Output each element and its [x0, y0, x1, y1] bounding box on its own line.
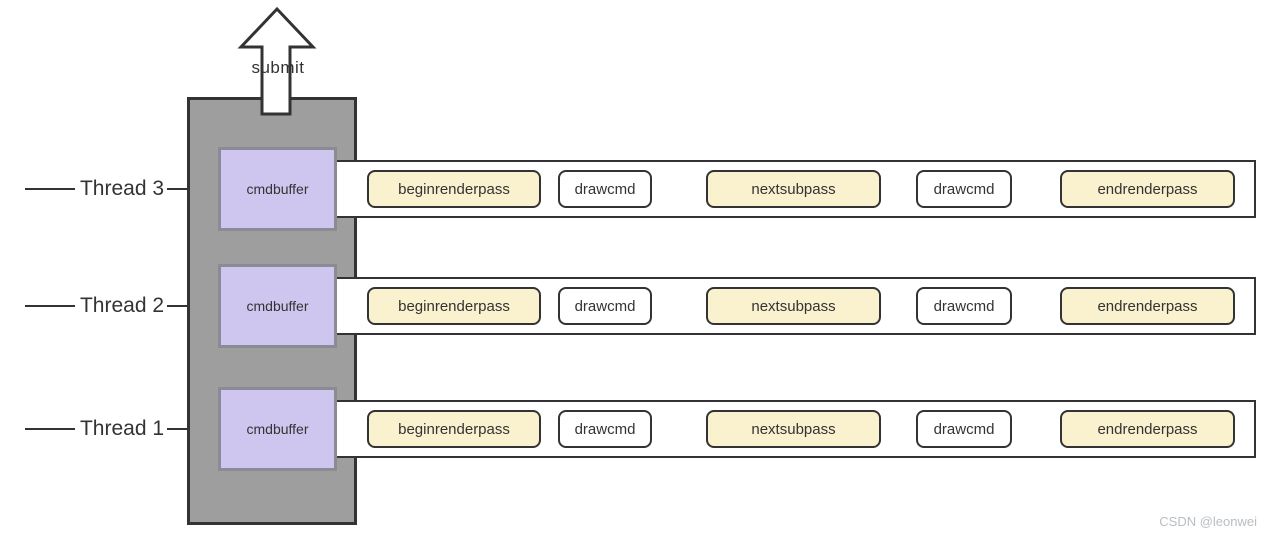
thread-row-2: Thread 2 cmdbuffer beginrenderpass drawc… [0, 264, 1270, 348]
command-drawcmd: drawcmd [916, 170, 1012, 208]
connector-line [167, 188, 202, 190]
command-drawcmd: drawcmd [558, 170, 652, 208]
command-nextsubpass: nextsubpass [706, 410, 881, 448]
submit-label: submit [251, 58, 305, 77]
thread-label: Thread 2 [79, 294, 165, 317]
command-endrenderpass: endrenderpass [1060, 170, 1235, 208]
command-beginrenderpass: beginrenderpass [367, 287, 541, 325]
cmdbuffer-box: cmdbuffer [218, 147, 337, 231]
connector-line [25, 428, 75, 430]
cmdbuffer-box: cmdbuffer [218, 387, 337, 471]
command-drawcmd: drawcmd [558, 410, 652, 448]
connector-line [25, 305, 75, 307]
connector-line [167, 305, 202, 307]
thread-label: Thread 1 [79, 417, 165, 440]
connector-line [25, 188, 75, 190]
command-drawcmd: drawcmd [916, 287, 1012, 325]
command-endrenderpass: endrenderpass [1060, 287, 1235, 325]
connector-line [167, 428, 202, 430]
command-nextsubpass: nextsubpass [706, 170, 881, 208]
watermark: CSDN @leonwei [1159, 514, 1257, 529]
command-nextsubpass: nextsubpass [706, 287, 881, 325]
command-endrenderpass: endrenderpass [1060, 410, 1235, 448]
cmdbuffer-box: cmdbuffer [218, 264, 337, 348]
thread-row-3: Thread 3 cmdbuffer beginrenderpass drawc… [0, 147, 1270, 231]
command-beginrenderpass: beginrenderpass [367, 170, 541, 208]
command-drawcmd: drawcmd [558, 287, 652, 325]
submit-arrow-icon [237, 6, 317, 116]
thread-label: Thread 3 [79, 177, 165, 200]
command-beginrenderpass: beginrenderpass [367, 410, 541, 448]
thread-row-1: Thread 1 cmdbuffer beginrenderpass drawc… [0, 387, 1270, 471]
command-drawcmd: drawcmd [916, 410, 1012, 448]
